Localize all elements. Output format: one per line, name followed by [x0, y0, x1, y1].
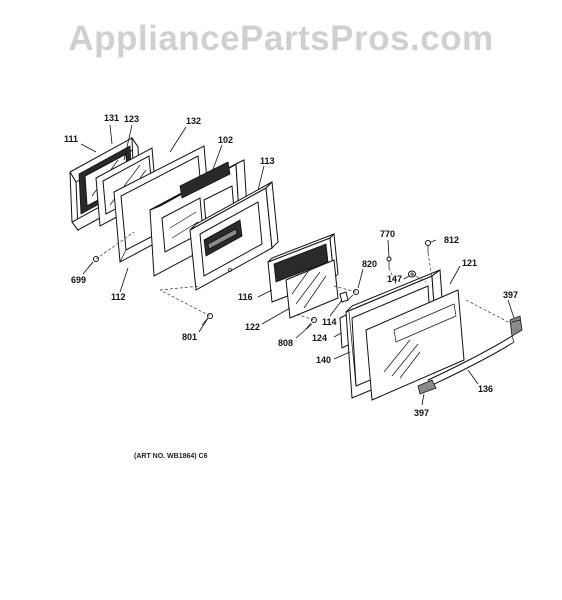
callout-820: 820	[362, 259, 377, 269]
leader-lines	[80, 124, 515, 406]
watermark-text: AppliancePartsPros.com	[68, 19, 493, 58]
part-812-screw	[425, 240, 431, 253]
callout-121: 121	[462, 258, 477, 268]
callout-140: 140	[316, 355, 331, 365]
callout-131: 131	[104, 113, 119, 123]
part-121-outer-glass	[365, 289, 465, 401]
callout-808: 808	[278, 338, 293, 348]
part-397-handle-end-cap-left	[417, 379, 437, 395]
callout-124: 124	[312, 333, 327, 343]
callout-113: 113	[260, 156, 275, 166]
part-102-inner-door-liner	[149, 159, 249, 277]
assembly-lines	[95, 231, 513, 325]
part-113-inner-door-panel	[189, 180, 279, 291]
callout-397-right: 397	[503, 290, 518, 300]
callout-122: 122	[245, 322, 260, 332]
part-122-inner-glass	[285, 259, 339, 319]
part-147-washer	[408, 270, 416, 278]
callout-397-left: 397	[414, 408, 429, 418]
callout-111: 111	[64, 134, 78, 144]
part-770-screw	[386, 256, 392, 268]
callout-699: 699	[71, 275, 86, 285]
callout-labels: 131 123 132 111 102 113 699 112 116 801 …	[64, 113, 518, 418]
part-397-handle-end-cap-right	[509, 315, 523, 337]
callout-102: 102	[218, 135, 233, 145]
callout-116: 116	[238, 292, 253, 302]
callout-132: 132	[186, 116, 201, 126]
callout-114: 114	[322, 317, 337, 327]
callout-147: 147	[387, 274, 402, 284]
callout-770: 770	[380, 229, 395, 239]
callout-123: 123	[124, 114, 139, 124]
callout-136: 136	[478, 384, 493, 394]
callout-801: 801	[182, 332, 197, 342]
part-116-window-pack	[267, 232, 339, 303]
art-number: (ART NO. WB1864) C6	[134, 453, 208, 460]
callout-112: 112	[111, 292, 126, 302]
callout-812: 812	[444, 235, 459, 245]
